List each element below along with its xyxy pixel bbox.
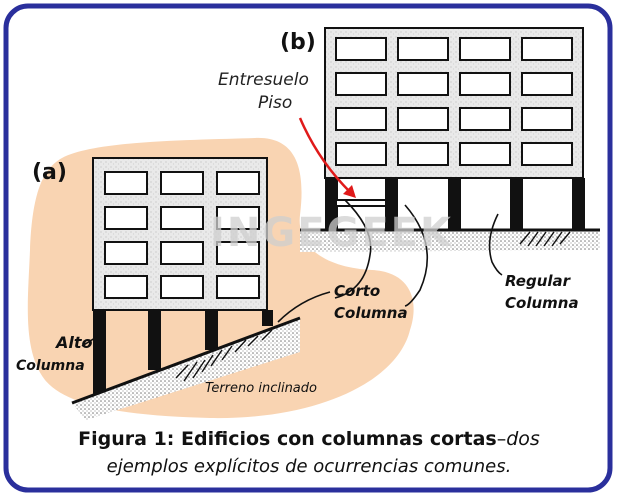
label-regular: Regular: [505, 272, 571, 290]
window: [160, 206, 204, 230]
window: [335, 72, 387, 96]
label-a: (a): [32, 160, 67, 185]
window: [521, 37, 573, 61]
mezzanine-arrow: [298, 117, 351, 193]
label-regular-columna: Columna: [505, 294, 579, 312]
leader-lines: [81, 199, 503, 347]
window: [521, 72, 573, 96]
label-piso: Piso: [258, 93, 293, 113]
building-b: [324, 27, 585, 230]
window: [216, 241, 260, 265]
window: [459, 107, 511, 131]
window: [397, 37, 449, 61]
window: [104, 171, 148, 195]
column-b2: [385, 178, 398, 230]
label-b: (b): [280, 30, 316, 55]
window: [104, 275, 148, 299]
figure-caption-line2: ejemplos explícitos de ocurrencias comun…: [106, 456, 512, 477]
column-a3: [205, 310, 218, 350]
window: [459, 142, 511, 166]
window: [335, 142, 387, 166]
watermark: INGEGEEK: [210, 210, 453, 256]
label-terreno: Terreno inclinado: [205, 381, 317, 396]
label-alto-columna: Columna: [16, 358, 85, 374]
window: [335, 107, 387, 131]
label-corto: Corto: [334, 282, 381, 300]
flat-ground: [300, 228, 600, 252]
window: [397, 72, 449, 96]
window: [104, 241, 148, 265]
column-b1: [325, 178, 338, 230]
window: [521, 107, 573, 131]
column-b5: [572, 178, 585, 230]
window: [160, 275, 204, 299]
window: [160, 171, 204, 195]
window: [459, 72, 511, 96]
column-b3: [448, 178, 461, 230]
caption-title: Figura 1: Edificios con columnas cortas: [78, 428, 497, 450]
arrowhead: [343, 185, 356, 198]
label-entresuelo: Entresuelo: [218, 70, 309, 90]
window: [160, 241, 204, 265]
window: [216, 275, 260, 299]
mezzanine-slab: [335, 199, 387, 207]
sloped-ground: [71, 316, 301, 420]
figure-caption: Figura 1: Edificios con columnas cortas–…: [0, 428, 618, 450]
window: [521, 142, 573, 166]
caption-dash: –: [496, 428, 507, 450]
building-a: [92, 157, 273, 396]
column-short: [262, 310, 273, 326]
label-corto-columna: Columna: [334, 304, 408, 322]
label-alto: Alto: [56, 333, 93, 352]
window: [104, 206, 148, 230]
window: [335, 37, 387, 61]
column-b4: [510, 178, 523, 230]
window: [459, 37, 511, 61]
column-a2: [148, 310, 161, 370]
column-tall: [93, 310, 106, 396]
window: [397, 107, 449, 131]
caption-tail: dos: [506, 428, 540, 450]
window: [216, 206, 260, 230]
window: [397, 142, 449, 166]
window: [216, 171, 260, 195]
